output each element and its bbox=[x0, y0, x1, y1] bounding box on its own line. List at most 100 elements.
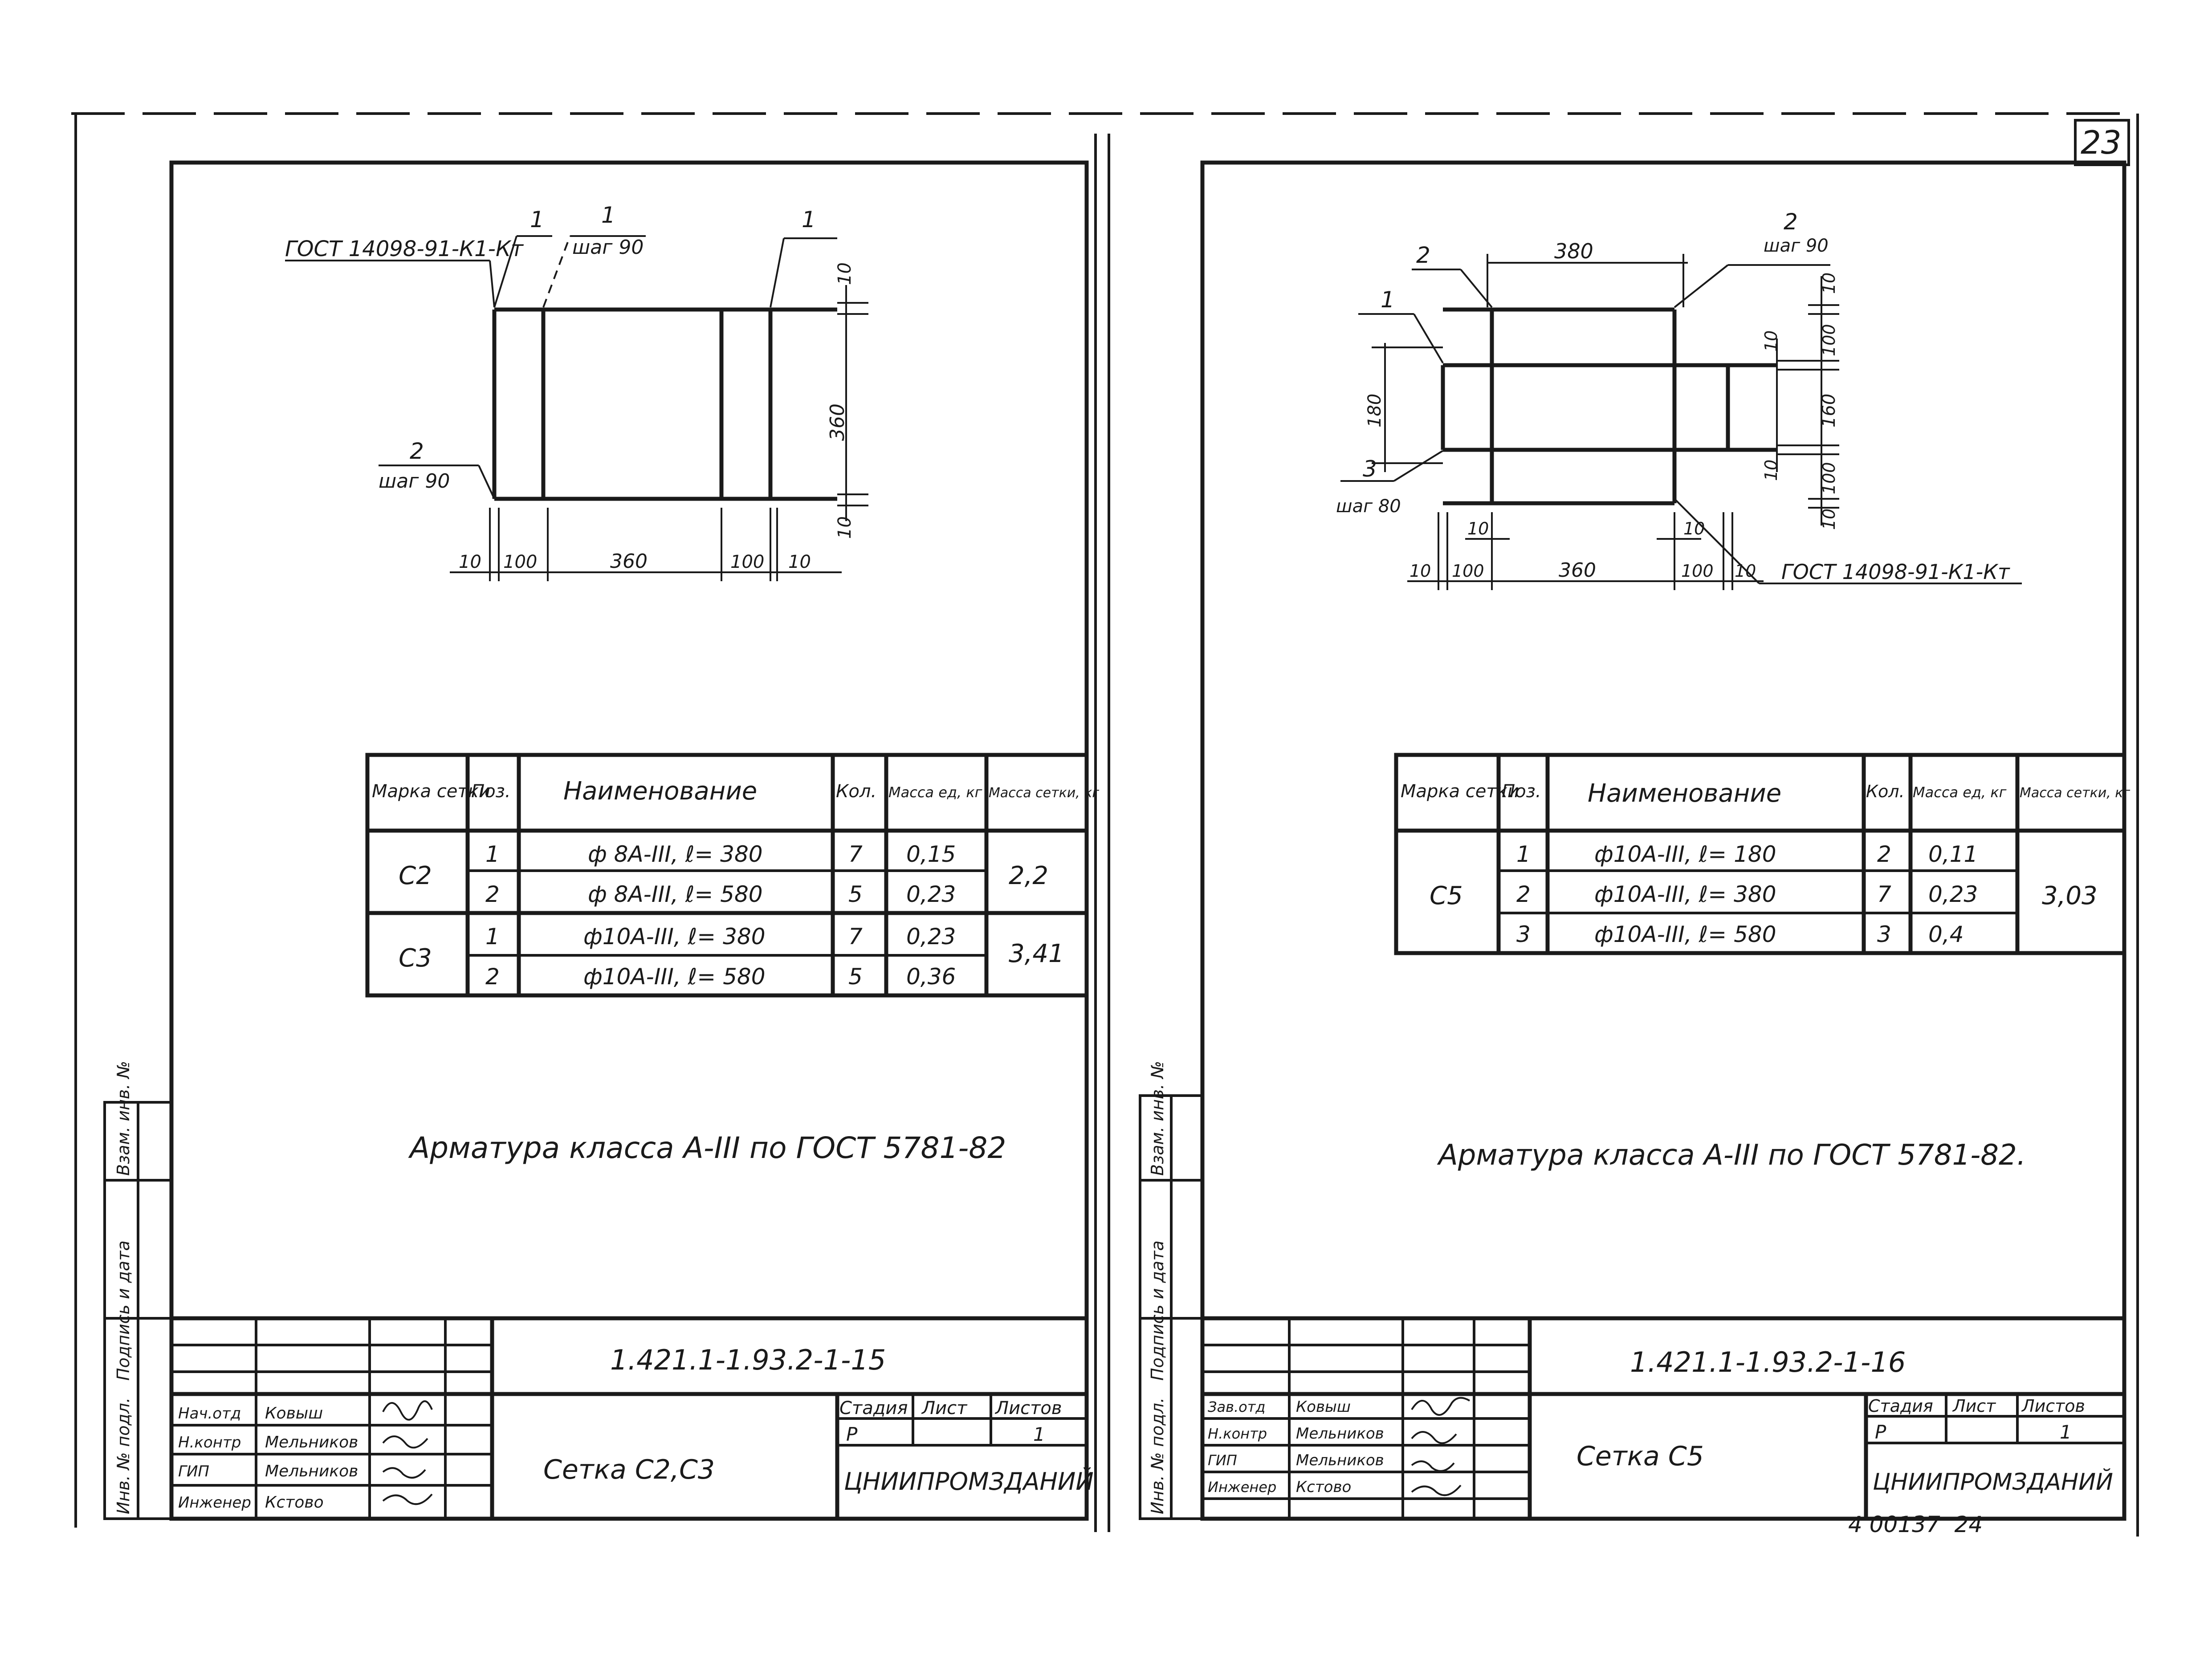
mesh-drawing-c2c3 bbox=[285, 235, 868, 581]
th-qty-right: Кол. bbox=[1866, 782, 1905, 801]
dim-10-b: 10 bbox=[1761, 330, 1781, 352]
role-2-left: Н.контр bbox=[178, 1434, 241, 1451]
person-2-right: Мельников bbox=[1296, 1425, 1384, 1443]
th-meshmass-right: Масса сетки, кг bbox=[2020, 785, 2130, 801]
pos1-step-label: 1 bbox=[601, 202, 615, 228]
role-3-right: ГИП bbox=[1208, 1452, 1237, 1469]
left-sheet: ГОСТ 14098-91-К1-Кт 1 1 шаг 90 1 2 шаг 9… bbox=[103, 160, 1099, 1521]
side-label-inv-right: Инв. № подл. bbox=[1148, 1398, 1167, 1514]
c3-qty1: 7 bbox=[848, 924, 863, 950]
mark-c3: С3 bbox=[399, 944, 432, 973]
c5-name2: ф10А-III, ℓ= 380 bbox=[1594, 881, 1776, 907]
c2-qty2: 5 bbox=[848, 881, 863, 907]
th-name-left: Наименование bbox=[563, 777, 757, 806]
dim-160: 160 bbox=[1819, 394, 1839, 428]
c2-unit2: 0,23 bbox=[906, 881, 956, 907]
c2-qty1: 7 bbox=[848, 841, 863, 867]
title-block-left-grid bbox=[171, 1316, 1087, 1519]
spec-table-left-grid bbox=[365, 753, 1089, 998]
person-3-left: Мельников bbox=[265, 1462, 358, 1480]
role-1-right: Зав.отд bbox=[1208, 1398, 1266, 1415]
role-4-right: Инженер bbox=[1208, 1479, 1276, 1496]
side-label-sign-right: Подпись и дата bbox=[1148, 1240, 1167, 1381]
c2-name1: ф 8А-III, ℓ= 380 bbox=[588, 841, 763, 867]
c5-qty1: 2 bbox=[1877, 841, 1891, 867]
bottom-dim-10-left: 10 bbox=[1409, 561, 1431, 581]
dim-100-left: 100 bbox=[503, 552, 537, 572]
c3-qty2: 5 bbox=[848, 964, 863, 990]
c5-name3: ф10А-III, ℓ= 580 bbox=[1594, 921, 1776, 947]
th-unitmass-left: Масса ед, кг bbox=[888, 784, 982, 801]
pos2-label: 2 bbox=[410, 438, 424, 464]
pos2-step-right: шаг 90 bbox=[1764, 236, 1829, 256]
drawing-code-right: 1.421.1-1.93.2-1-16 bbox=[1630, 1346, 1906, 1378]
person-3-right: Мельников bbox=[1296, 1451, 1384, 1469]
role-3-left: ГИП bbox=[178, 1463, 209, 1480]
person-4-right: Кстово bbox=[1296, 1478, 1351, 1496]
pos1-step: шаг 90 bbox=[572, 236, 644, 259]
th-unitmass-right: Масса ед, кг bbox=[1913, 784, 2007, 801]
gost-label-right: ГОСТ 14098-91-К1-Кт bbox=[1781, 560, 2010, 584]
dim-top-10: 10 bbox=[835, 262, 855, 285]
side-label-replace-right: Взам. инв. № bbox=[1148, 1061, 1167, 1176]
bottom-dim-100-right: 100 bbox=[1681, 561, 1714, 581]
sheets-value-left: 1 bbox=[1033, 1423, 1045, 1445]
pos1-left-label: 1 bbox=[1381, 287, 1395, 313]
c5-pos1: 1 bbox=[1516, 841, 1531, 867]
dim-380: 380 bbox=[1554, 239, 1593, 263]
mass-c3: 3,41 bbox=[1009, 939, 1064, 968]
pos2-step: шаг 90 bbox=[379, 470, 450, 493]
gost-label-left: ГОСТ 14098-91-К1-Кт bbox=[285, 236, 524, 261]
role-1-left: Нач.отд bbox=[178, 1405, 241, 1423]
side-label-inv-left: Инв. № подл. bbox=[114, 1398, 133, 1514]
stage-value-left: Р bbox=[846, 1423, 858, 1445]
c5-qty2: 7 bbox=[1877, 881, 1891, 907]
rebar-note-right: Арматура класса А-III по ГОСТ 5781-82. bbox=[1437, 1139, 2026, 1172]
right-sheet: 2 1 380 2 шаг 90 10 100 10 160 10 100 10… bbox=[1139, 160, 2130, 1521]
c5-qty3: 3 bbox=[1877, 921, 1891, 947]
th-mark-right: Марка сетки bbox=[1401, 781, 1519, 802]
th-name-right: Наименование bbox=[1588, 779, 1781, 808]
stage-header-right: Стадия bbox=[1868, 1396, 1933, 1416]
c5-name1: ф10А-III, ℓ= 180 bbox=[1594, 841, 1776, 867]
title-block-right-grid bbox=[1202, 1316, 2124, 1519]
c3-unit1: 0,23 bbox=[906, 924, 956, 950]
drawing-name-right: Сетка С5 bbox=[1577, 1441, 1704, 1472]
c2-pos2: 2 bbox=[485, 881, 500, 907]
dim-100-right: 100 bbox=[730, 552, 764, 572]
c2-name2: ф 8А-III, ℓ= 580 bbox=[588, 881, 763, 907]
c5-pos2: 2 bbox=[1516, 881, 1531, 907]
person-1-left: Ковыш bbox=[265, 1404, 323, 1423]
dim-100-b: 100 bbox=[1819, 462, 1839, 494]
dim-left-10: 10 bbox=[459, 552, 481, 572]
stage-header-left: Стадия bbox=[839, 1398, 908, 1419]
dim-10-e: 10 bbox=[1467, 519, 1489, 538]
dim-360-vertical: 360 bbox=[826, 404, 849, 441]
bottom-dim-10-right: 10 bbox=[1735, 561, 1756, 581]
mass-c2: 2,2 bbox=[1009, 861, 1048, 890]
person-1-right: Ковыш bbox=[1296, 1398, 1351, 1416]
c2-pos1: 1 bbox=[485, 841, 500, 867]
role-4-left: Инженер bbox=[178, 1494, 251, 1512]
person-2-left: Мельников bbox=[265, 1433, 358, 1451]
c3-pos2: 2 bbox=[485, 964, 500, 990]
c5-unit3: 0,4 bbox=[1928, 921, 1964, 947]
page-number: 23 bbox=[2081, 124, 2122, 161]
organization-left: ЦНИИПРОМЗДАНИЙ bbox=[844, 1467, 1094, 1496]
c2-unit1: 0,15 bbox=[906, 841, 956, 867]
side-label-sign-left: Подпись и дата bbox=[114, 1240, 133, 1381]
person-4-left: Кстово bbox=[265, 1493, 324, 1512]
c3-unit2: 0,36 bbox=[906, 964, 956, 990]
page-frame bbox=[71, 112, 2139, 1537]
stage-value-right: Р bbox=[1875, 1421, 1886, 1443]
sheet-header-left: Лист bbox=[921, 1398, 968, 1419]
th-qty-left: Кол. bbox=[836, 781, 876, 802]
dim-10-c: 10 bbox=[1761, 460, 1781, 481]
sheet-header-right: Лист bbox=[1952, 1396, 1996, 1416]
dim-bottom-10: 10 bbox=[835, 516, 855, 539]
th-pos-right: Поз. bbox=[1502, 781, 1541, 802]
c5-unit1: 0,11 bbox=[1928, 841, 1978, 867]
c5-unit2: 0,23 bbox=[1928, 881, 1978, 907]
dim-right-10: 10 bbox=[788, 552, 811, 572]
